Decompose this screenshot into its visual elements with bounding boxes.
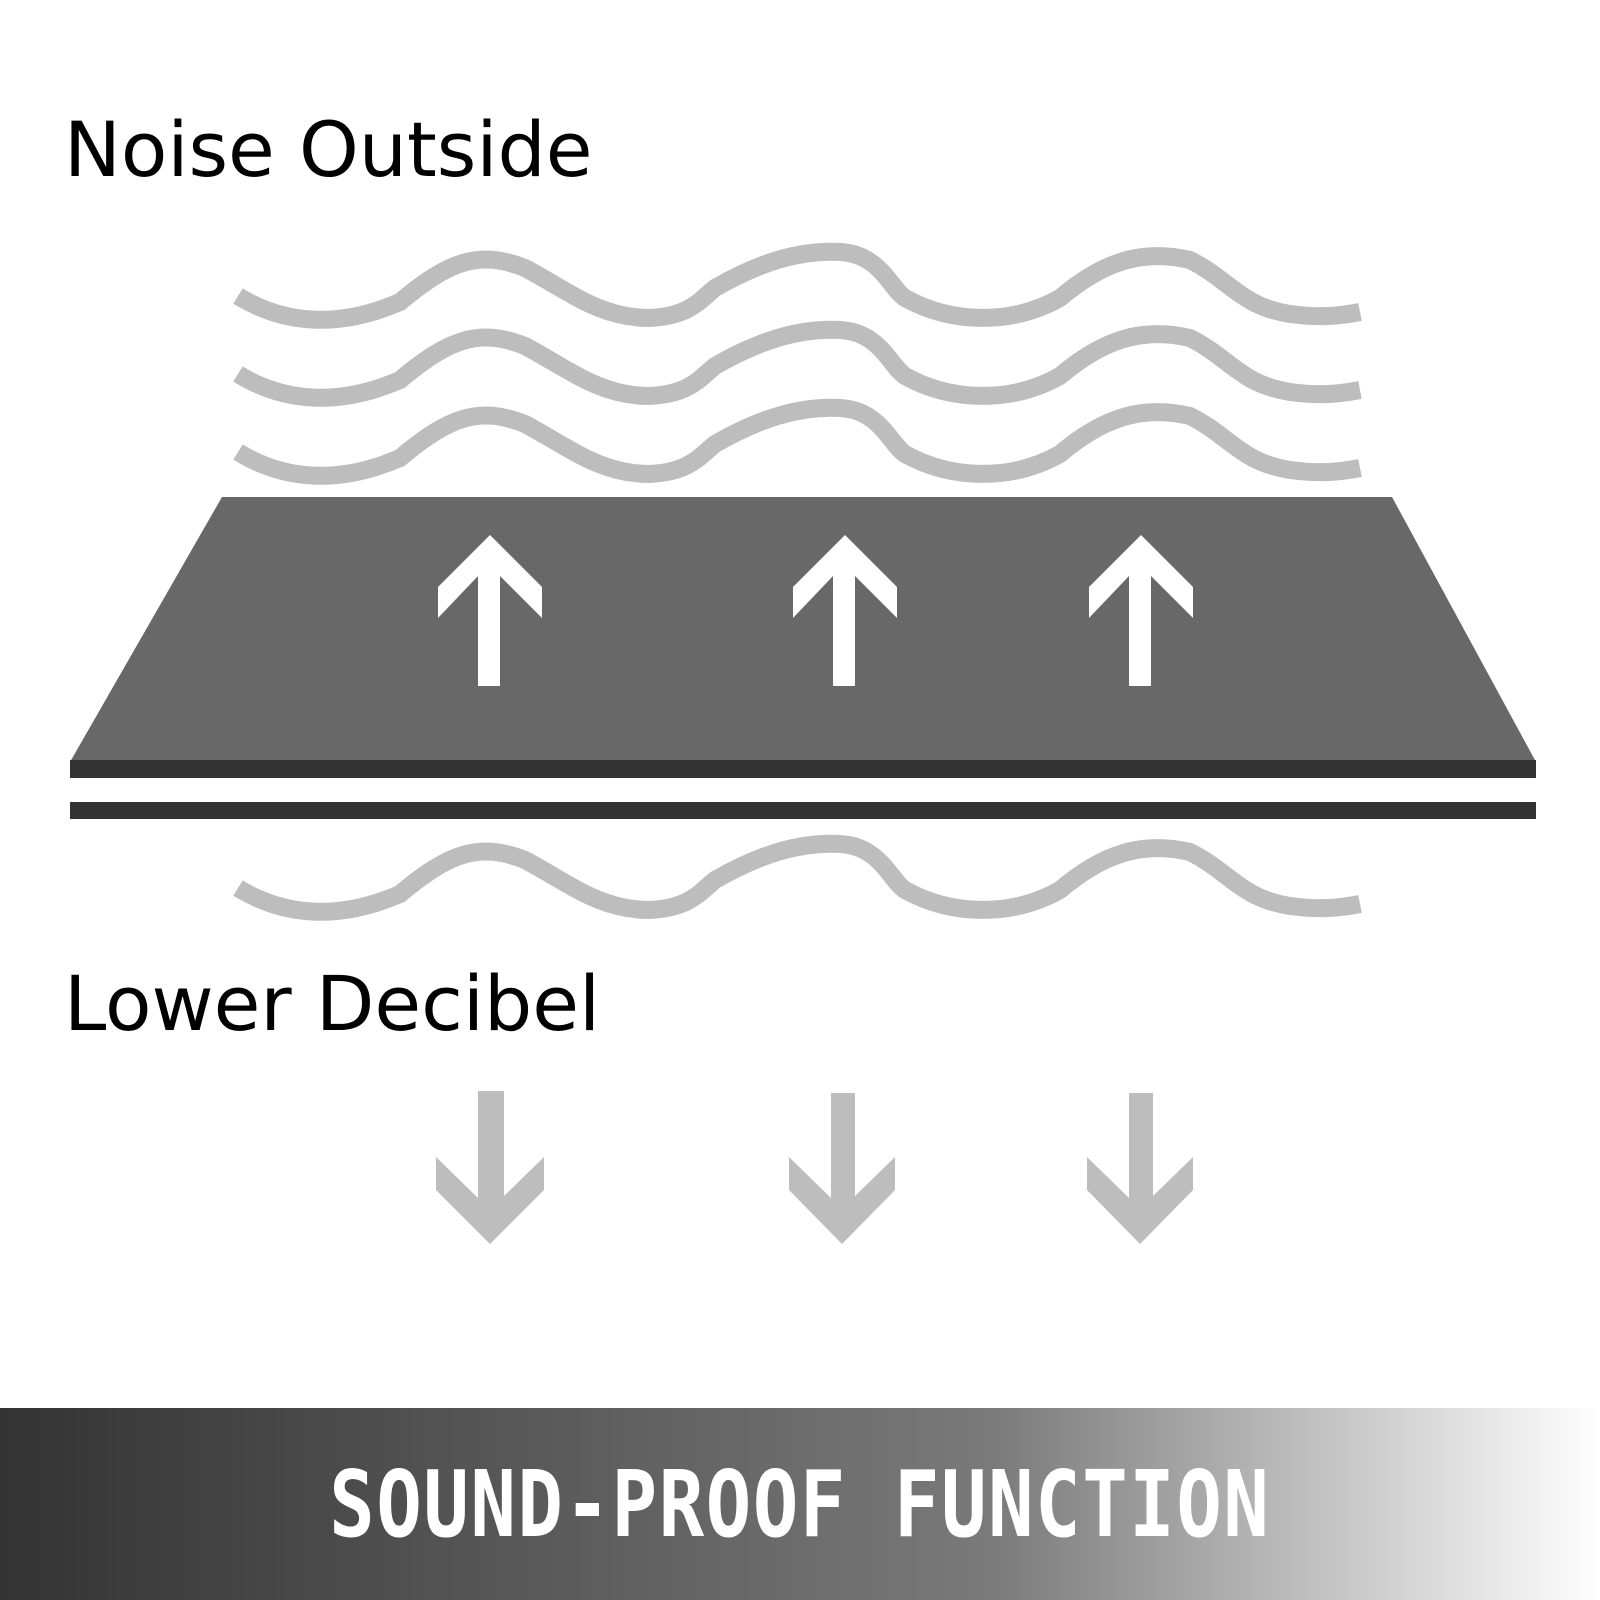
arrow-up-icon bbox=[1089, 535, 1193, 686]
panel-edge-gap bbox=[70, 778, 1536, 802]
sound-wave-icon bbox=[233, 834, 1362, 921]
arrow-down-icon bbox=[436, 1091, 544, 1244]
banner-title: SOUND-PROOF FUNCTION bbox=[329, 1450, 1271, 1558]
soundproof-panel bbox=[70, 497, 1536, 762]
arrow-down-icon bbox=[1087, 1093, 1193, 1244]
panel-edge-bottom bbox=[70, 802, 1536, 819]
lower-decibel-label: Lower Decibel bbox=[64, 959, 601, 1048]
arrow-down-icon bbox=[789, 1093, 895, 1244]
sound-wave-icon bbox=[233, 398, 1362, 485]
noise-outside-label: Noise Outside bbox=[64, 105, 593, 194]
arrow-up-icon bbox=[793, 535, 897, 686]
arrow-up-icon bbox=[438, 535, 542, 686]
sound-wave-icon bbox=[233, 242, 1362, 329]
panel-edge-top bbox=[70, 760, 1536, 778]
sound-wave-icon bbox=[233, 320, 1362, 407]
title-banner: SOUND-PROOF FUNCTION bbox=[0, 1408, 1600, 1600]
banner-background bbox=[0, 1408, 1600, 1600]
